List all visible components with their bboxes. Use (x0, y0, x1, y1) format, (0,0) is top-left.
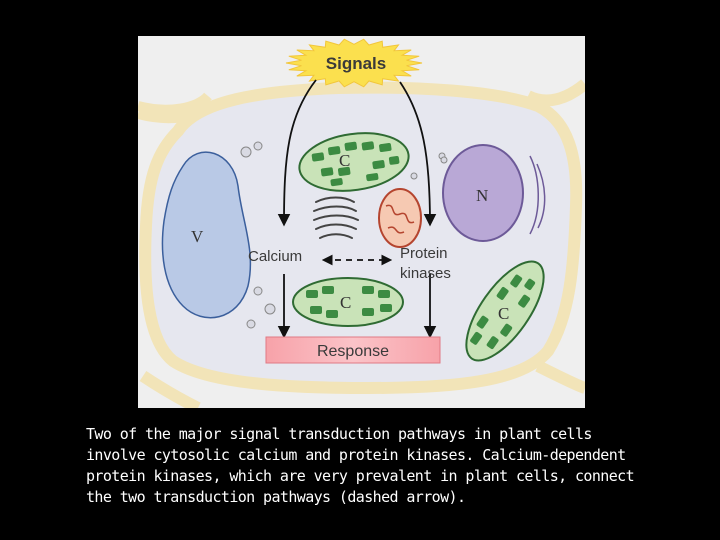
chloroplast-bottom (292, 277, 404, 327)
chloroplast-top (298, 132, 410, 192)
response-label: Response (317, 343, 389, 360)
golgi-apparatus (313, 196, 359, 239)
protein-kinases-label-line1: Protein (400, 245, 448, 262)
chloroplast-right (465, 260, 545, 362)
vesicles (240, 141, 448, 329)
mitochondrion (378, 188, 422, 248)
signals-burst: Signals (285, 38, 423, 88)
response-box (265, 336, 441, 364)
arrow-signals-to-calcium (277, 79, 317, 227)
er-membrane (529, 155, 539, 235)
signals-label: Signals (326, 54, 386, 73)
nucleus (442, 144, 524, 242)
chloroplast-label-bottom: C (340, 293, 351, 312)
vacuole-label: V (191, 227, 204, 246)
vacuole (161, 151, 252, 319)
cell-signaling-figure: V N C (138, 36, 585, 408)
arrow-signals-to-kinases (399, 81, 437, 227)
protein-kinases-label-line2: kinases (400, 265, 451, 282)
er-membrane-2 (536, 163, 546, 229)
calcium-label: Calcium (248, 248, 302, 265)
nucleus-label: N (476, 186, 488, 205)
figure-caption: Two of the major signal transduction pat… (86, 425, 635, 506)
chloroplast-label-right: C (498, 304, 509, 323)
cell-diagram: V N C (138, 38, 585, 408)
chloroplast-label-top: C (339, 151, 350, 170)
